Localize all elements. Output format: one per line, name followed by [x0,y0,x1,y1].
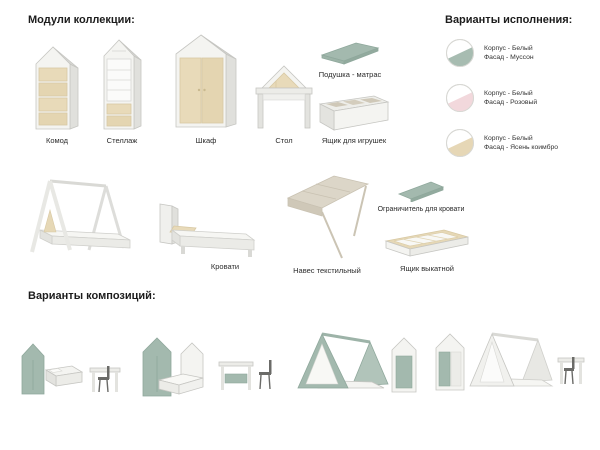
module-canopy: Навес текстильный [282,170,372,275]
modules-section-title: Модули коллекции: [28,14,135,26]
bed-guard-illustration [397,181,445,202]
variant-ash-body: Корпус - Белый [484,135,533,142]
module-toy-box-label: Ящик для игрушек [321,136,387,145]
tent-bed-illustration [30,179,131,253]
variant-musson: Корпус - Белый Фасад - Муссон [445,38,558,68]
variant-pink-facade: Фасад - Розовый [484,99,538,106]
module-beds-label: Кровати [210,262,240,271]
module-desk: Стол [252,58,316,145]
module-shelving-label: Стеллаж [106,136,138,145]
composition-1-illustration [21,343,121,395]
module-wardrobe-label: Шкаф [195,136,217,145]
wardrobe-illustration [175,34,237,128]
variant-musson-facade: Фасад - Муссон [484,54,534,61]
pullout-drawer-illustration [384,229,469,257]
variant-pink-body: Корпус - Белый [484,90,533,97]
module-mattress-pillow-label: Подушка - матрас [318,70,382,79]
module-bed-guard-label: Ограничитель для кровати [377,206,465,213]
module-desk-label: Стол [275,136,293,145]
variant-pink: Корпус - Белый Фасад - Розовый [445,83,558,113]
shelving-illustration [103,39,142,130]
module-pullout-drawer-label: Ящик выкатной [400,264,454,273]
composition-3-illustration [297,332,417,393]
compositions-section-title: Варианты композиций: [28,290,156,302]
module-bed-guard: Ограничитель для кровати [378,178,464,213]
variant-swatch-ash [446,129,474,157]
module-pullout-drawer: Ящик выкатной [382,226,472,273]
toy-box-illustration [318,95,390,131]
mattress-pillow-illustration [320,42,380,65]
canopy-illustration [286,175,370,259]
module-wardrobe: Шкаф [170,32,242,145]
bed-illustration [159,203,256,257]
module-mattress-pillow: Подушка - матрас [318,40,382,79]
module-shelving: Стеллаж [100,38,144,145]
variant-ash: Корпус - Белый Фасад - Ясень коимбро [445,128,558,158]
variants-section-title: Варианты исполнения: [445,14,573,26]
variants-list: Корпус - Белый Фасад - Муссон Корпус - Б… [445,38,558,158]
module-toy-box: Ящик для игрушек [316,92,392,145]
chest-illustration [35,46,79,130]
module-canopy-label: Навес текстильный [293,266,361,275]
variant-swatch-musson [446,39,474,67]
variant-ash-facade: Фасад - Ясень коимбро [484,144,559,151]
desk-illustration [255,65,313,129]
composition-2-illustration [142,337,272,397]
variant-swatch-pink [446,84,474,112]
variant-musson-body: Корпус - Белый [484,45,533,52]
composition-4-illustration [435,332,585,391]
module-chest-label: Комод [45,136,69,145]
module-chest: Комод [32,44,82,145]
